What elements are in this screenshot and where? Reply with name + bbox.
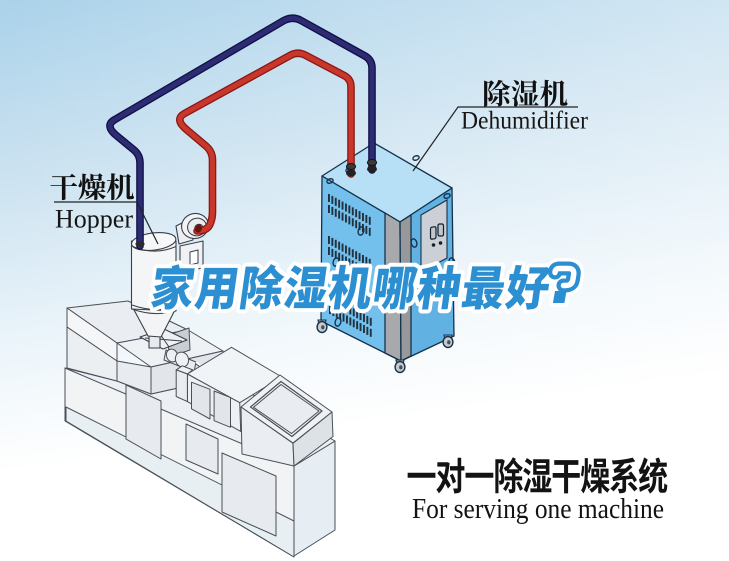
svg-text:Dehumidifier: Dehumidifier	[461, 108, 589, 135]
svg-text:For serving one machine: For serving one machine	[412, 493, 664, 525]
svg-text:Hopper: Hopper	[55, 205, 133, 234]
